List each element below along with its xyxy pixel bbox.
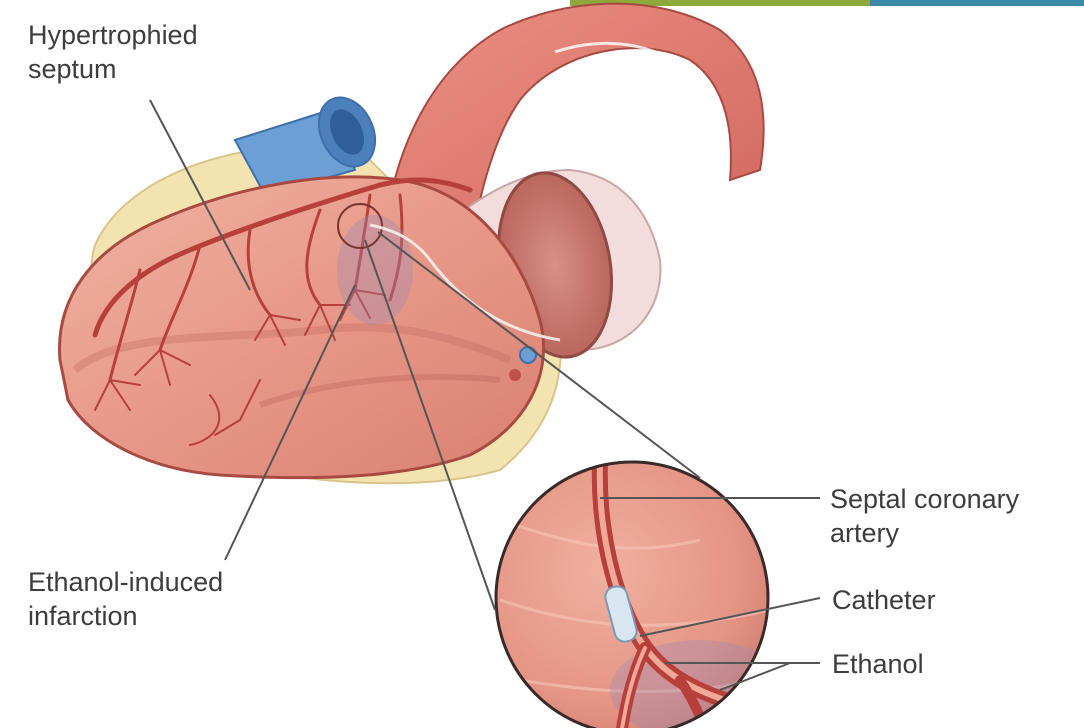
label-septal-coronary-artery: Septal coronary artery <box>830 482 1019 550</box>
small-vessel-blue <box>520 347 536 363</box>
label-catheter: Catheter <box>832 583 936 617</box>
label-ethanol-induced-infarction-line1: Ethanol-induced <box>28 565 223 599</box>
label-hypertrophied-septum: Hypertrophied septum <box>28 18 198 86</box>
label-ethanol-induced-infarction: Ethanol-induced infarction <box>28 565 223 633</box>
label-ethanol-induced-infarction-line2: infarction <box>28 599 223 633</box>
small-vessel-red <box>509 369 521 381</box>
label-hypertrophied-septum-line1: Hypertrophied <box>28 18 198 52</box>
zoom-inset <box>496 462 790 728</box>
label-hypertrophied-septum-line2: septum <box>28 52 198 86</box>
label-ethanol: Ethanol <box>832 647 924 681</box>
label-septal-coronary-artery-line2: artery <box>830 516 1019 550</box>
label-septal-coronary-artery-line1: Septal coronary <box>830 482 1019 516</box>
